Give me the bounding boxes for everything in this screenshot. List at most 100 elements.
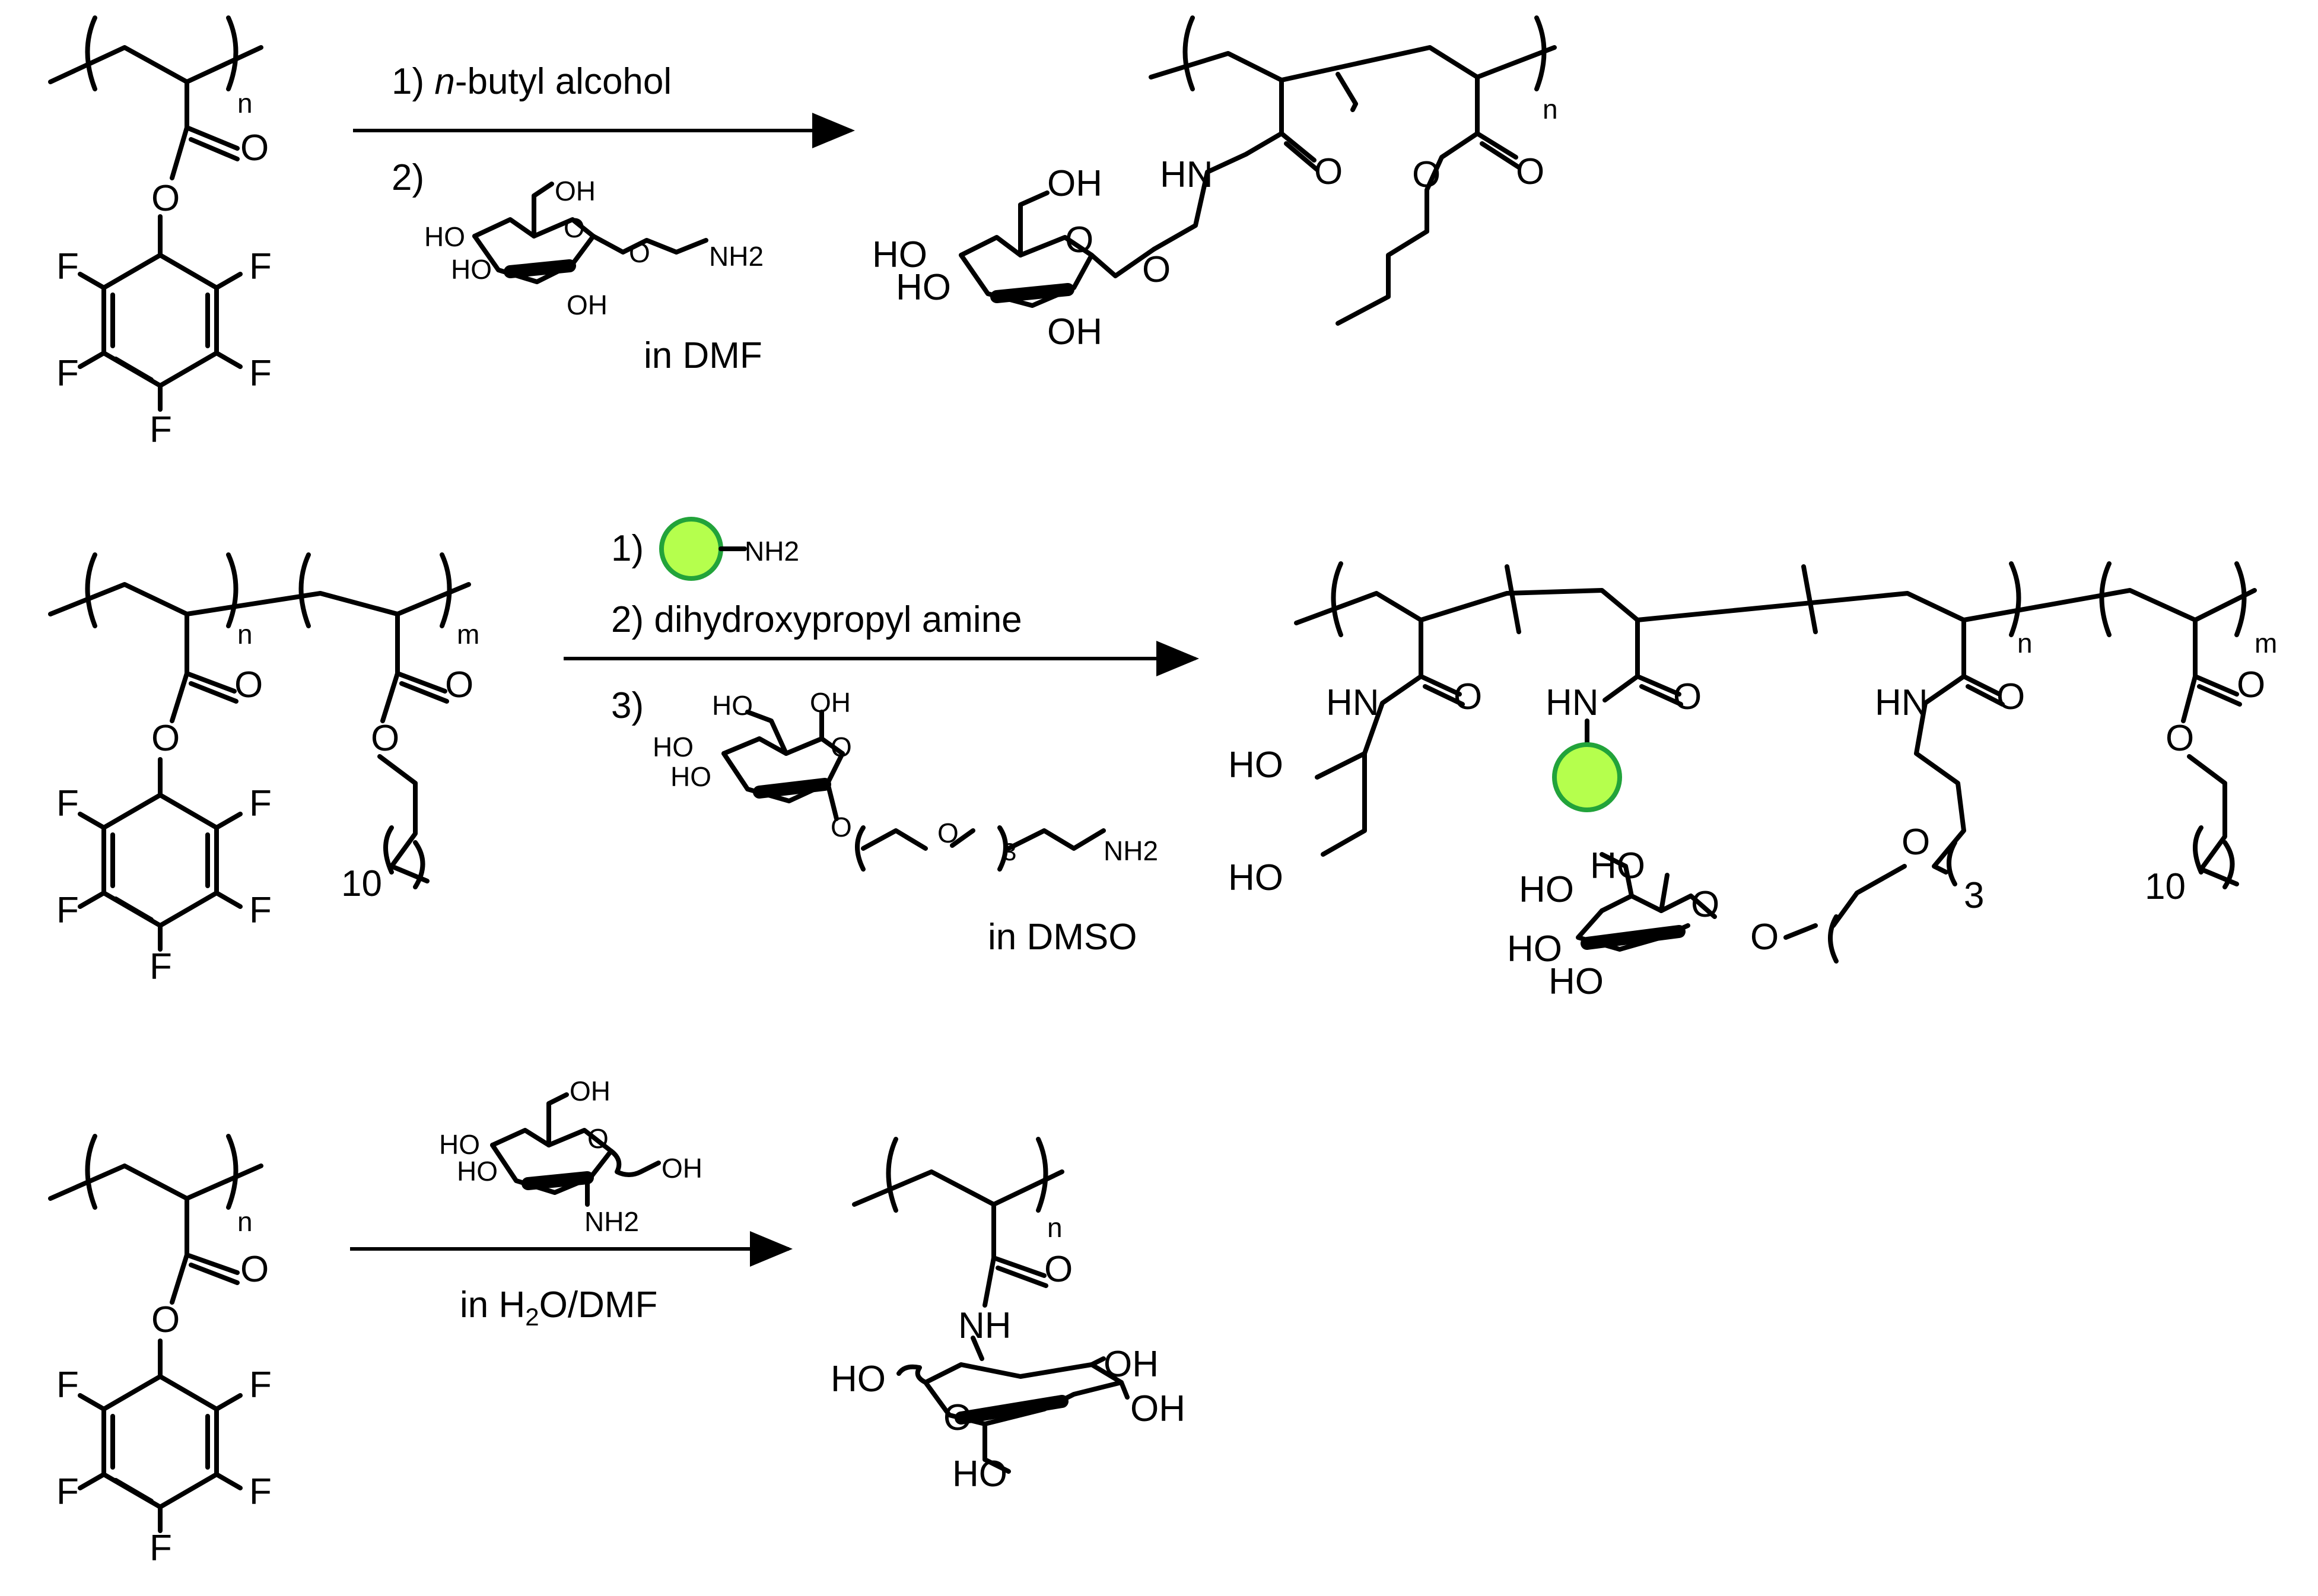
svg-text:OH: OH [662,1153,702,1184]
svg-text:F: F [150,1528,172,1569]
r1-solvent: in DMF [644,335,762,376]
svg-text:O: O [1065,220,1093,260]
svg-text:OH: OH [570,1076,610,1107]
svg-text:HO: HO [712,690,753,721]
svg-text:m: m [457,619,479,650]
svg-text:OH: OH [567,290,608,320]
svg-text:O: O [1142,249,1171,290]
mannose-peg-amine-reagent: HO OH O HO HO O O 3 NH2 [653,687,1158,872]
svg-text:F: F [150,946,172,987]
f-2: F [249,246,272,287]
svg-text:HO: HO [1228,745,1283,786]
svg-text:O: O [240,1249,269,1290]
pfp-polymer-start-1: O O n F F F F F [48,15,272,450]
svg-text:HO: HO [1590,845,1645,886]
svg-text:HO: HO [1519,869,1574,910]
svg-text:O: O [151,718,180,759]
svg-text:O: O [937,818,959,848]
fluorescent-bead-product [1552,742,1622,812]
svg-text:O: O [1673,676,1702,717]
svg-text:O: O [1996,676,2025,717]
svg-text:F: F [56,1365,79,1406]
svg-text:n: n [2017,628,2033,659]
svg-text:O: O [587,1123,609,1154]
svg-text:OH: OH [1104,1344,1159,1385]
svg-text:F: F [56,1471,79,1512]
svg-text:in DMSO: in DMSO [988,917,1137,958]
svg-text:m: m [2255,628,2277,659]
f-4: F [249,353,272,394]
svg-text:3: 3 [1964,875,1984,916]
svg-text:HO: HO [1228,857,1283,898]
svg-text:NH: NH [958,1305,1012,1346]
svg-text:OH: OH [1130,1388,1185,1429]
svg-text:HO: HO [872,234,927,275]
product-2: O HN HO HO HN O HN O O O 10 O 3 O O HO H… [1228,561,2277,1002]
svg-text:HO: HO [424,221,465,252]
svg-text:n: n [1543,94,1558,125]
svg-text:HO: HO [451,254,492,285]
svg-text:HO: HO [831,1359,886,1400]
reaction-2: O O O O n m 10 F F F F F 1) NH2 2) dihyd… [48,517,2277,1002]
f-5: F [150,409,172,450]
svg-text:O: O [831,812,852,842]
svg-text:HO: HO [670,761,711,792]
pfp-polymer-start-3: O O n F F F F F [48,1134,272,1569]
svg-text:O: O [1412,154,1441,195]
product-3: O NH HO O OH OH HO n [831,1137,1185,1495]
svg-text:O: O [831,732,852,762]
svg-text:NH2: NH2 [584,1206,639,1237]
svg-text:O: O [234,665,263,705]
svg-text:HO: HO [896,267,951,308]
svg-text:O: O [1516,151,1544,192]
svg-text:O: O [445,665,473,705]
svg-text:F: F [249,1365,272,1406]
f-3: F [56,353,79,394]
svg-text:HO: HO [1548,961,1604,1002]
carbonyl-o: O [240,128,269,168]
subscript-n: n [237,88,253,119]
svg-text:HN: HN [1160,154,1213,195]
svg-text:1): 1) [611,528,644,569]
svg-text:F: F [249,783,272,824]
svg-text:F: F [56,890,79,931]
svg-text:O: O [943,1397,972,1438]
svg-text:HO: HO [439,1129,480,1160]
svg-text:3: 3 [1003,838,1016,866]
svg-text:NH2: NH2 [1104,835,1158,866]
svg-text:O: O [1454,676,1482,717]
glucosyl-amine-reagent: OH O HO HO OH O NH2 [424,176,764,320]
svg-text:OH: OH [1047,311,1102,352]
svg-text:10: 10 [2145,866,2186,907]
svg-text:O: O [371,718,399,759]
svg-text:n: n [237,619,253,650]
r1-step2: 2) [392,157,424,198]
svg-text:O: O [1044,1249,1073,1290]
svg-text:HO: HO [1507,929,1562,969]
f-1: F [56,246,79,287]
svg-text:HO: HO [952,1454,1007,1495]
svg-text:OH: OH [1047,163,1102,204]
svg-text:HO: HO [653,732,694,762]
svg-text:HN: HN [1546,682,1599,723]
svg-text:F: F [56,783,79,824]
reaction-1: O O n F F F F F 1) n-butyl alcohol 2) OH… [48,15,1558,450]
svg-text:3): 3) [611,685,644,726]
svg-text:O: O [2166,718,2194,759]
svg-text:10: 10 [341,863,382,904]
svg-text:O: O [2237,665,2265,705]
svg-text:NH2: NH2 [745,536,799,567]
svg-text:HN: HN [1875,682,1928,723]
svg-text:O: O [1314,151,1343,192]
svg-text:O: O [1902,822,1930,863]
svg-text:OH: OH [810,687,851,718]
ester-o: O [151,178,180,219]
svg-text:HN: HN [1326,682,1379,723]
svg-text:OH: OH [555,176,596,206]
svg-text:F: F [249,1471,272,1512]
svg-text:O: O [1750,917,1779,958]
r1-step1: 1) n-butyl alcohol [392,61,672,102]
product-1: OH O HO HO OH O HN O O O n [872,15,1558,352]
svg-text:n: n [237,1206,253,1237]
